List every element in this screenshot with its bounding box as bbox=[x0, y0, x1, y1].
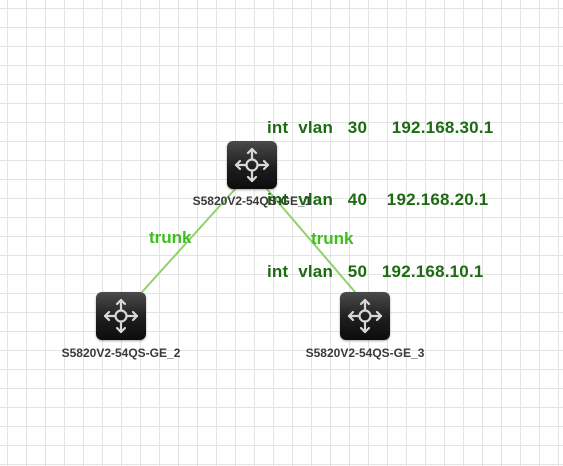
vlan-config-line: int vlan 40 192.168.20.1 bbox=[267, 190, 489, 209]
switch-left[interactable] bbox=[96, 292, 146, 340]
vlan-config-line: int vlan 50 192.168.10.1 bbox=[267, 262, 484, 281]
vlan-config-line: int vlan 30 192.168.30.1 bbox=[267, 118, 494, 137]
link-label-left: trunk bbox=[149, 228, 192, 247]
device-label: S5820V2-54QS-GE_3 bbox=[305, 346, 425, 360]
trunk-link-left[interactable] bbox=[141, 187, 237, 293]
link-label-right: trunk bbox=[311, 229, 354, 248]
switch-core[interactable] bbox=[227, 141, 277, 189]
trunk-link-right[interactable] bbox=[265, 187, 356, 293]
switch-icon bbox=[347, 298, 383, 334]
vlan-config-block: int vlan 30 192.168.30.1 int vlan 40 192… bbox=[267, 68, 493, 308]
device-label: S5820V2-54QS-GE_2 bbox=[61, 346, 181, 360]
switch-right[interactable] bbox=[340, 292, 390, 340]
switch-icon bbox=[103, 298, 139, 334]
device-label: S5820V2-54QS-GE_1 bbox=[192, 194, 312, 208]
switch-icon bbox=[234, 147, 270, 183]
